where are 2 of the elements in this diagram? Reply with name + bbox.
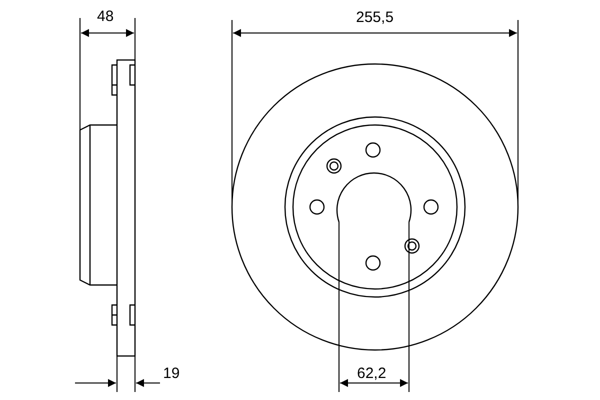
dimension-label: 255,5 — [355, 10, 395, 26]
dimension-label: 62,2 — [356, 366, 388, 382]
